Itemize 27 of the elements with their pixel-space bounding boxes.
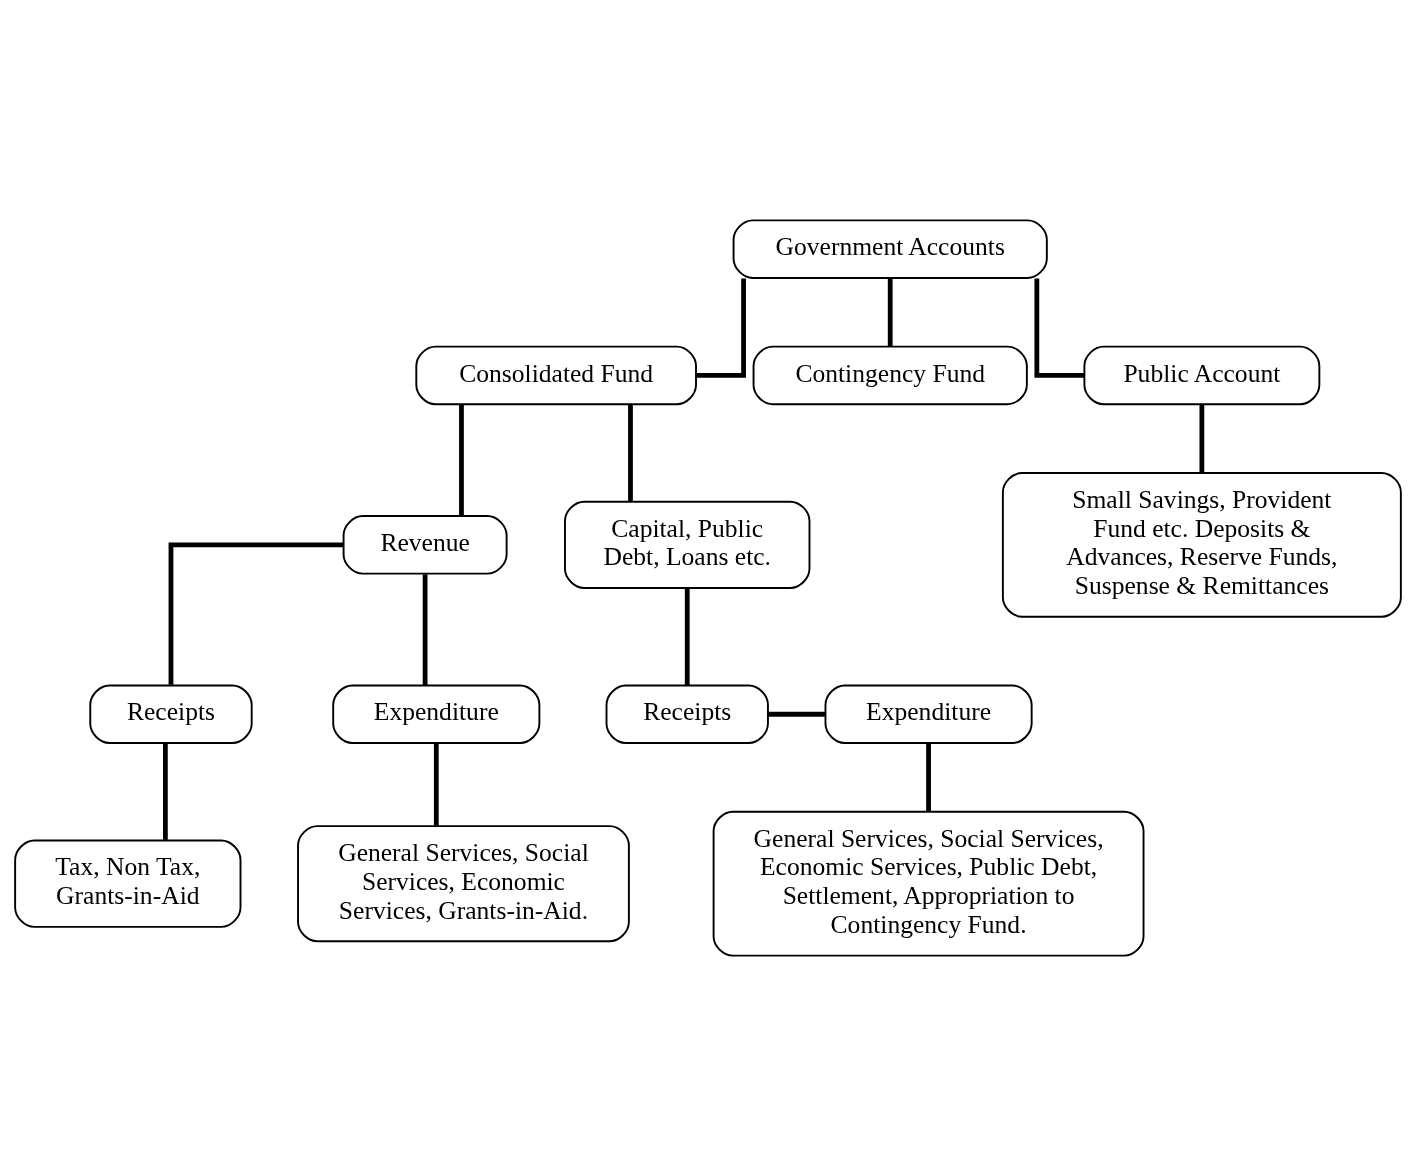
connector: [422, 574, 428, 686]
connector: [696, 278, 746, 378]
node-box: Receipts: [89, 684, 253, 744]
node-box: Receipts: [605, 684, 769, 744]
connector: [459, 404, 464, 516]
node-box: Consolidated Fund: [415, 345, 697, 406]
node-box: General Services, Social Services, Economic Services, Grants-in-Aid.: [297, 825, 630, 943]
node-box: Small Savings, Provident Fund etc. Deposits & Advances, Reserve Funds, Suspense & Remittances: [1001, 471, 1402, 618]
connector: [926, 743, 931, 812]
node-box: General Services, Social Services, Economic Services, Public Debt, Settlement, Appropriation to Contingency Fund.: [712, 810, 1145, 957]
connector: [768, 711, 826, 717]
node-box: Capital, Public Debt, Loans etc.: [564, 500, 811, 589]
connector: [1199, 404, 1205, 473]
node-box: Expenditure: [824, 684, 1033, 744]
connector: [628, 404, 633, 502]
node-box: Public Account: [1083, 345, 1321, 406]
connector: [163, 743, 168, 840]
connector: [1034, 278, 1085, 378]
connector: [684, 588, 690, 685]
connector: [168, 542, 344, 685]
node-box: Government Accounts: [732, 219, 1048, 279]
node-box: Contingency Fund: [752, 345, 1028, 406]
connector: [887, 278, 893, 347]
connector: [433, 743, 439, 826]
node-box: Expenditure: [332, 684, 541, 744]
node-box: Tax, Non Tax, Grants-in-Aid: [14, 839, 242, 928]
node-box: Revenue: [342, 515, 508, 575]
